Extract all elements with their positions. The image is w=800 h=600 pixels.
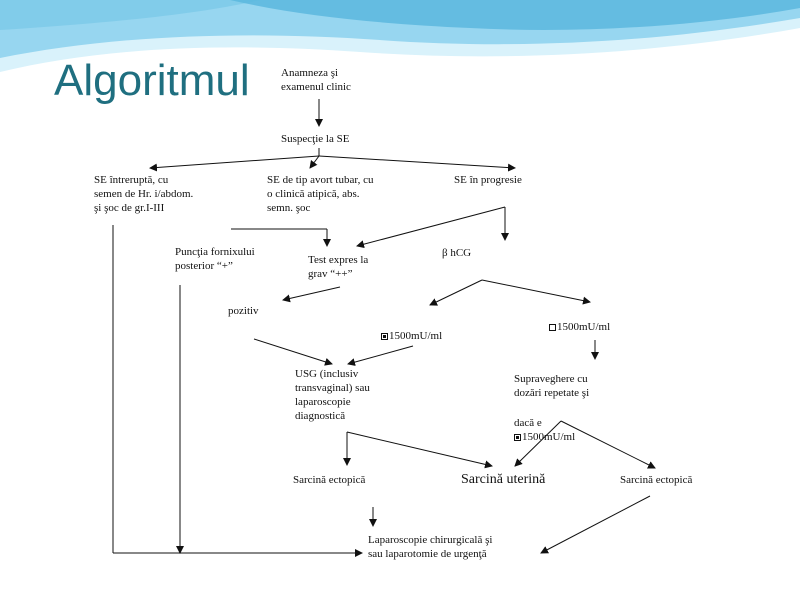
node-beta-hcg: β hCG	[442, 247, 472, 259]
node-test-expres: Test expres la grav “++”	[308, 254, 369, 280]
hcg-less-value: 1500mU/ml	[557, 321, 611, 333]
supraveghere-text: Supraveghere cu dozări repetate şi	[514, 373, 590, 399]
daca-e-value: 1500mU/ml	[522, 431, 576, 443]
header-wave-decoration	[0, 0, 800, 72]
hcg-greater-value: 1500mU/ml	[389, 330, 443, 342]
node-anamneza: Anamneza şi examenul clinic	[281, 67, 351, 93]
node-se-avort-tubar: SE de tip avort tubar, cu o clinică atip…	[267, 174, 374, 214]
node-punctia-fornix: Puncţia fornixului posterior “+”	[175, 246, 255, 272]
less-than-symbol-icon	[549, 324, 556, 331]
slide-title: Algoritmul	[54, 56, 250, 105]
node-suspectie: Suspecţie la SE	[281, 133, 350, 145]
node-se-intrerupta: SE întreruptă, cu semen de Hr. i/abdom. …	[94, 174, 194, 214]
node-hcg-less: 1500mU/ml	[549, 306, 610, 334]
node-supraveghere: Supraveghere cu dozări repetate şi dacă …	[514, 358, 589, 458]
node-pozitiv: pozitiv	[228, 305, 259, 317]
node-sarcina-uterina: Sarcină uterină	[461, 472, 546, 487]
node-hcg-greater: 1500mU/ml	[381, 315, 442, 343]
node-sarcina-ectopica-left: Sarcină ectopică	[293, 474, 366, 486]
greater-than-symbol-icon	[381, 333, 388, 340]
greater-than-symbol-icon-2	[514, 434, 521, 441]
daca-e-label: dacă e	[514, 417, 542, 429]
node-sarcina-ectopica-right: Sarcină ectopică	[620, 474, 693, 486]
node-se-progresie: SE în progresie	[454, 174, 522, 186]
node-laparoscopie: Laparoscopie chirurgicală şi sau laparot…	[368, 534, 493, 560]
node-usg: USG (inclusiv transvaginal) sau laparosc…	[295, 368, 370, 422]
